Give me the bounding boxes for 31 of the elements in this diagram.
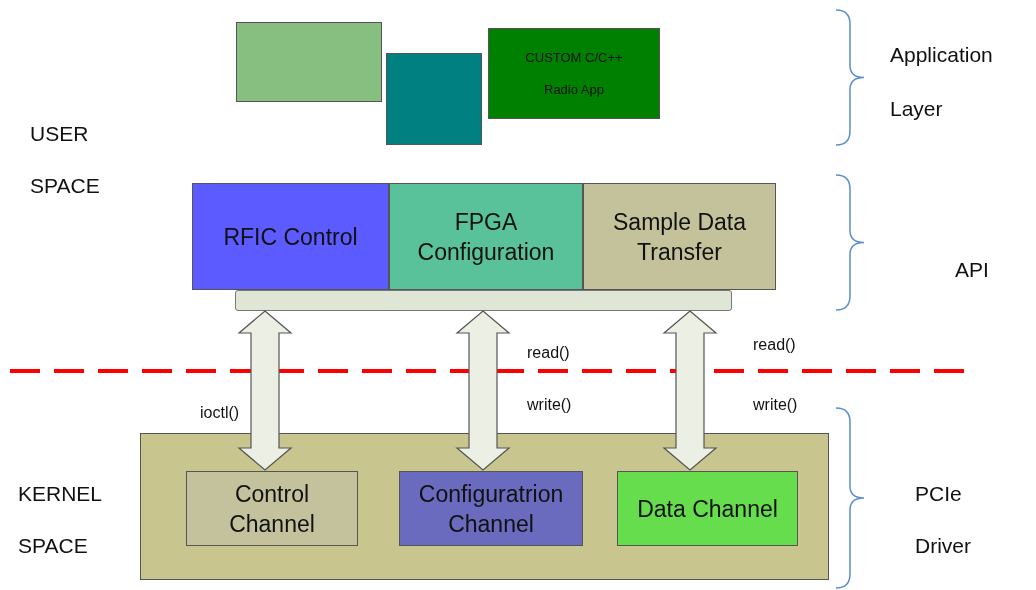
panel-box — [236, 22, 382, 102]
component-label: FPGA Configuration — [416, 207, 556, 267]
component-box — [186, 471, 358, 546]
double-arrow — [455, 310, 511, 471]
component-label: RFIC Control — [222, 222, 359, 252]
component-label: Sample Data Transfer — [612, 207, 747, 267]
double-arrow — [662, 310, 718, 471]
layer-label: PCIe Driver — [915, 481, 972, 559]
component-box — [389, 183, 583, 290]
call-label: ioctl() — [200, 403, 241, 423]
layer-label: USER SPACE — [30, 121, 101, 199]
call-label: write() — [753, 395, 799, 415]
component-box — [488, 28, 660, 119]
component-box — [192, 183, 389, 290]
double-arrow — [237, 310, 293, 471]
api-bar — [235, 290, 732, 311]
panel-box — [386, 53, 482, 145]
component-label: Control Channel — [228, 479, 316, 539]
call-label: read() — [527, 343, 571, 363]
component-label: CUSTOM C/C++ Radio App — [524, 48, 624, 99]
component-label: Data Channel — [636, 494, 779, 524]
component-box — [583, 183, 776, 290]
component-box — [617, 471, 798, 546]
layer-label: API — [955, 257, 990, 283]
call-label: write() — [527, 395, 573, 415]
component-box — [399, 471, 583, 546]
panel-box — [140, 433, 829, 580]
call-label: read() — [753, 335, 797, 355]
layer-label: Application Layer — [890, 42, 994, 122]
component-label: Configuratrion Channel — [417, 479, 565, 539]
layer-label: KERNEL SPACE — [18, 481, 103, 559]
